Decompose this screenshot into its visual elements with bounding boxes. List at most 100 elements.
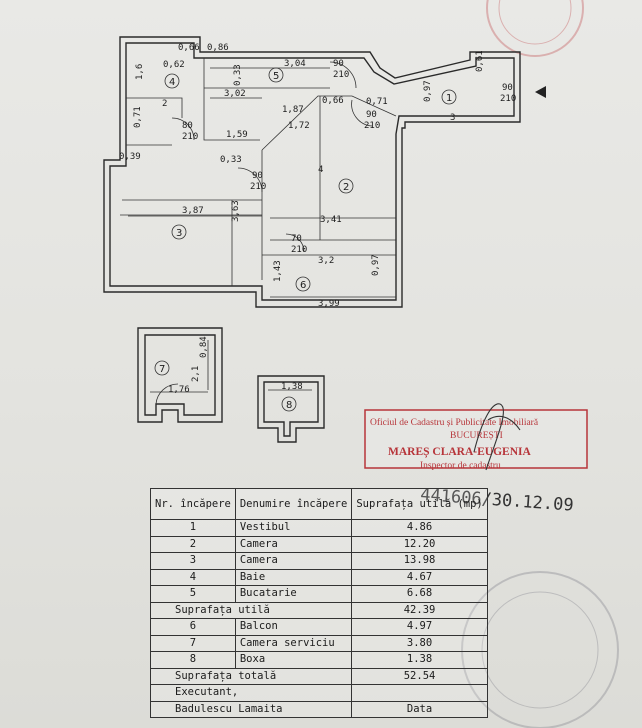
dimension-label: 1,43 <box>273 260 283 282</box>
room-area: 6.68 <box>351 585 488 603</box>
dimension-label: 3 <box>450 113 455 123</box>
total-area-row: Suprafața totală 52.54 <box>149 667 488 685</box>
total-area-label: Suprafața totală <box>149 667 353 685</box>
room-areas-table: Nr. încăpere Denumire încăpere Suprafața… <box>149 488 488 718</box>
room-7-plan <box>137 327 223 423</box>
room-number: 3 <box>176 228 182 239</box>
dimension-label: 0,86 <box>207 43 229 53</box>
executant-label: Executant, <box>149 684 353 702</box>
dimension-label: 80 <box>182 121 193 131</box>
room-name: Camera <box>234 552 353 570</box>
dimension-label: 3,2 <box>318 256 334 266</box>
executant-row: Executant, <box>149 684 488 702</box>
stamp-city-line: BUCUREȘTI <box>450 431 503 441</box>
dimension-label: 1,76 <box>168 385 190 395</box>
room-nr: 5 <box>150 585 236 603</box>
dimension-label: 70 <box>291 234 302 244</box>
dimension-label: 3,99 <box>318 299 340 309</box>
cadastre-stamp: Oficiul de Cadastru și Publicitate Imobi… <box>364 409 588 471</box>
dimension-label: 210 <box>250 182 266 192</box>
dimension-label: 3,04 <box>284 59 306 69</box>
room-name: Balcon <box>234 618 353 636</box>
room-area: 13.98 <box>351 552 488 570</box>
room-number: 2 <box>343 182 349 193</box>
dimension-label: 3,41 <box>320 215 342 225</box>
room-nr: 8 <box>150 651 236 669</box>
table-row: 4 Baie 4.67 <box>150 568 488 586</box>
room-nr: 7 <box>150 634 236 652</box>
room-number: 7 <box>159 364 165 375</box>
dimension-labels: 0,66 0,86 0,62 1,6 3,04 0,33 3,02 90 210… <box>119 43 516 395</box>
dimension-label: 210 <box>333 70 349 80</box>
column-header-name: Denumire încăpere <box>234 488 353 520</box>
dimension-label: 210 <box>291 245 307 255</box>
useful-area-value: 42.39 <box>351 601 488 619</box>
dimension-label: 210 <box>364 121 380 131</box>
room-number: 5 <box>273 71 279 82</box>
room-nr: 6 <box>150 618 236 636</box>
dimension-label: 4 <box>318 165 323 175</box>
dimension-label: 90 <box>502 83 513 93</box>
dimension-label: 0,33 <box>220 155 242 165</box>
signature <box>473 403 521 471</box>
dimension-label: 2,1 <box>191 366 201 382</box>
room-nr: 1 <box>150 519 236 537</box>
room-nr: 4 <box>150 568 236 586</box>
room-area: 4.97 <box>351 618 488 636</box>
dimension-label: 1,87 <box>282 105 304 115</box>
useful-area-label: Suprafața utilă <box>149 601 353 619</box>
room-name: Bucatarie <box>234 585 353 603</box>
room-area: 4.67 <box>351 568 488 586</box>
stamp-name-line: MAREȘ CLARA-EUGENIA <box>388 446 531 459</box>
dimension-label: 0,62 <box>163 60 185 70</box>
dimension-label: 0,71 <box>133 106 143 128</box>
dimension-label: 0,66 <box>178 43 200 53</box>
dimension-label: 210 <box>500 94 516 104</box>
table-row: 5 Bucatarie 6.68 <box>150 585 488 603</box>
dimension-label: 3,87 <box>182 206 204 216</box>
total-area-value: 52.54 <box>351 667 488 685</box>
room-number: 8 <box>286 400 292 411</box>
dimension-label: 0,66 <box>322 96 344 106</box>
executant-name-row: Badulescu Lamaita Data <box>149 700 488 718</box>
dimension-label: 0,71 <box>366 97 388 107</box>
room-name: Baie <box>234 568 353 586</box>
dimension-label: 90 <box>252 171 263 181</box>
stamp-role-line: Inspector de cadastru <box>420 461 501 471</box>
dimension-label: 210 <box>182 132 198 142</box>
stamp-office-line: Oficiul de Cadastru și Publicitate Imobi… <box>370 417 539 428</box>
room-area: 3.80 <box>351 634 488 652</box>
column-header-nr: Nr. încăpere <box>150 488 236 520</box>
room-markers <box>154 67 457 412</box>
dimension-label: 2 <box>162 99 167 109</box>
dimension-label: 1,38 <box>281 382 303 392</box>
executant-blank <box>351 684 488 702</box>
room-name: Camera serviciu <box>234 634 353 652</box>
date-label: Data <box>351 700 488 718</box>
room-area: 4.86 <box>351 519 488 537</box>
room-area: 1.38 <box>351 651 488 669</box>
room-name: Camera <box>234 535 353 553</box>
room-numbers: 1 2 3 4 5 6 7 8 <box>159 71 452 411</box>
dimension-label: 0,97 <box>371 254 381 276</box>
table-row: 6 Balcon 4.97 <box>150 618 488 636</box>
useful-area-row: Suprafața utilă 42.39 <box>149 601 488 619</box>
table-row: 1 Vestibul 4.86 <box>150 519 488 537</box>
table-row: 7 Camera serviciu 3.80 <box>150 634 488 652</box>
room-nr: 3 <box>150 552 236 570</box>
dimension-label: 3,02 <box>224 89 246 99</box>
dimension-label: 0,61 <box>475 50 485 72</box>
room-nr: 2 <box>150 535 236 553</box>
dimension-label: 0,97 <box>423 80 433 102</box>
table-row: 3 Camera 13.98 <box>150 552 488 570</box>
room-8-plan <box>257 375 325 443</box>
dimension-label: 1,59 <box>226 130 248 140</box>
table-row: 2 Camera 12.20 <box>150 535 488 553</box>
dimension-label: 0,39 <box>119 152 141 162</box>
room-area: 12.20 <box>351 535 488 553</box>
room-number: 4 <box>169 77 175 88</box>
column-header-area: Suprafața utilă (mp) <box>351 488 488 520</box>
executant-name: Badulescu Lamaita <box>149 700 353 718</box>
dimension-label: 0,84 <box>199 336 209 358</box>
